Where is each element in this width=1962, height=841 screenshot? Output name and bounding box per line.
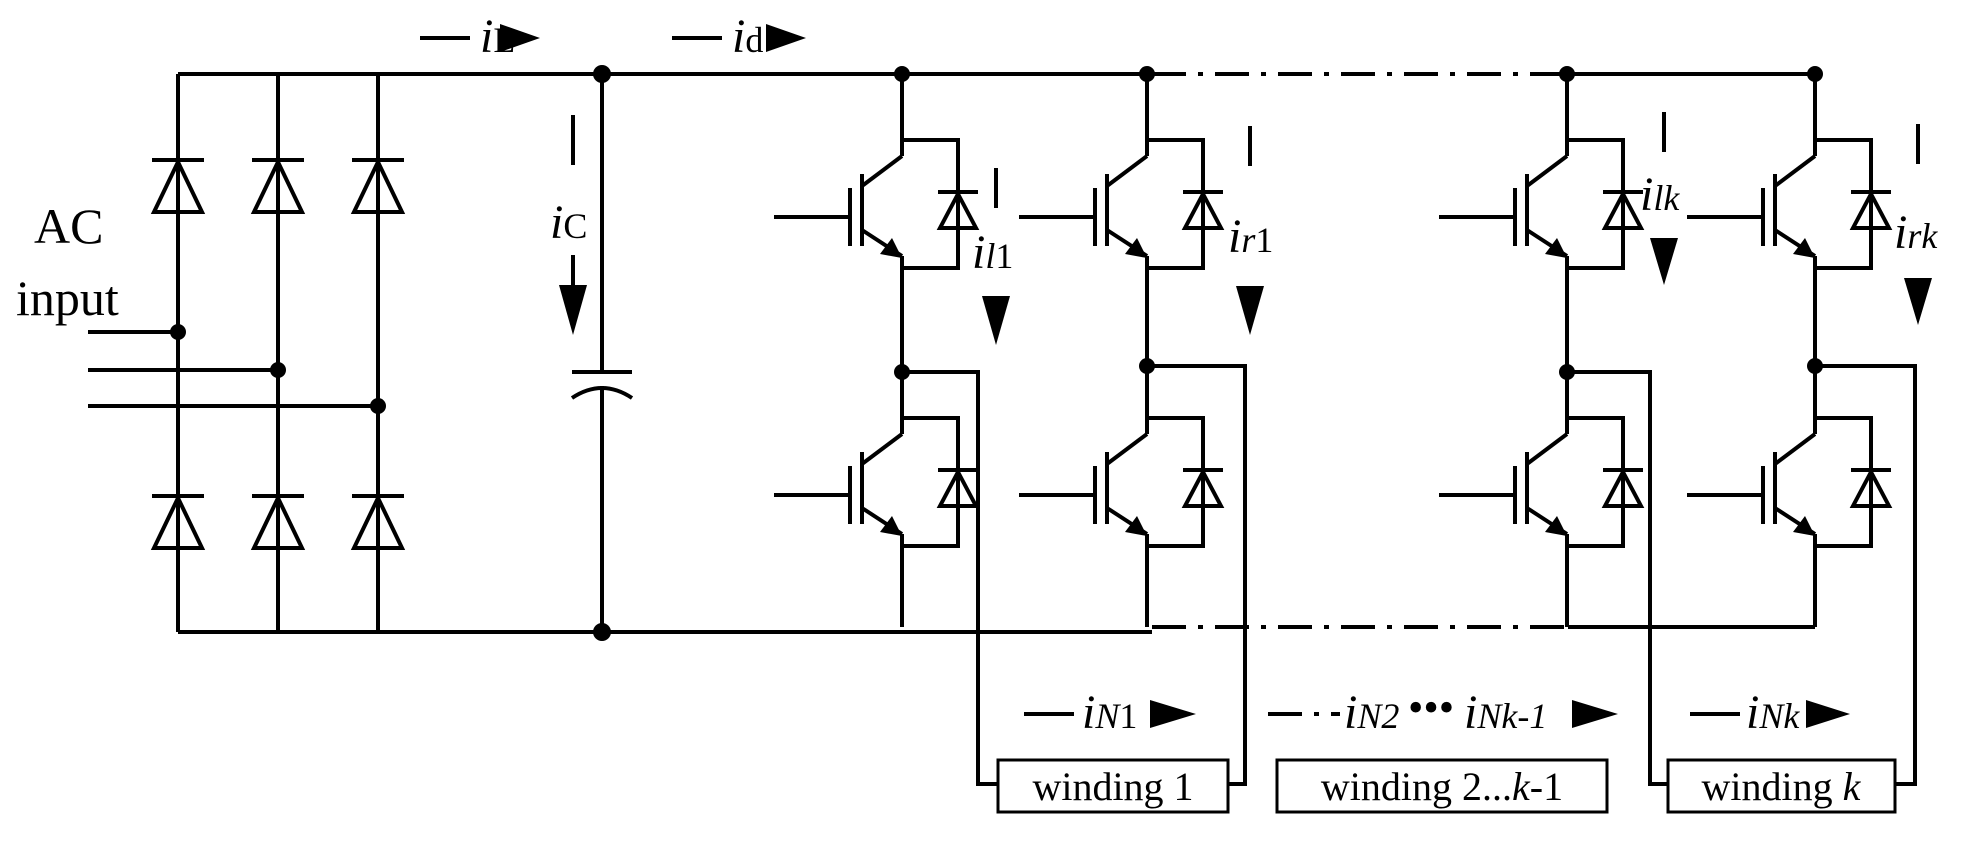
label-iNk: iNk: [1746, 686, 1800, 739]
label-id: id: [732, 10, 763, 63]
leg-2-upper-switch: [1019, 118, 1225, 366]
arrow-iNk: [1806, 700, 1850, 728]
arrow-ilk: [1650, 238, 1678, 285]
diode-lower-2: [250, 493, 306, 550]
winding-1-label: winding 1: [1032, 764, 1193, 809]
leg-2-lower-switch: [1019, 396, 1225, 627]
arrow-iN1: [1150, 700, 1196, 728]
diode-upper-3: [350, 157, 406, 214]
label-iN1: iN1: [1082, 686, 1137, 739]
ac-label-line2: input: [16, 270, 119, 326]
leg-1: [774, 66, 980, 627]
leg-4-upper-switch: [1687, 118, 1893, 366]
label-iNk-1: iNk-1: [1464, 686, 1547, 739]
leg-4-lower-switch: [1687, 396, 1893, 627]
diode-upper-1: [150, 157, 206, 214]
winding-k-label: winding k: [1702, 764, 1862, 809]
rectifier-bridge: [88, 72, 1152, 634]
leg-3: [1439, 66, 1645, 627]
leg-3-upper-switch: [1439, 118, 1645, 372]
leg-2: [1019, 66, 1225, 627]
arrow-ir1: [1236, 286, 1264, 335]
leg-3-lower-switch: [1439, 396, 1645, 627]
label-iL: iL: [480, 10, 515, 63]
label-dots: •••: [1408, 683, 1454, 732]
label-iC: iC: [550, 196, 587, 249]
dc-link-capacitor: [570, 65, 634, 641]
label-ir1: ir1: [1228, 210, 1273, 263]
current-arrows: [420, 24, 1932, 728]
diode-lower-3: [350, 493, 406, 550]
arrow-id: [766, 24, 806, 52]
arrow-iC: [559, 285, 587, 335]
winding-connections: [902, 364, 1917, 786]
label-il1: il1: [972, 226, 1013, 279]
label-ilk: ilk: [1640, 168, 1680, 221]
label-irk: irk: [1894, 206, 1938, 259]
winding-k-box: [1666, 758, 1897, 814]
leg-4: [1687, 66, 1893, 627]
label-iN2: iN2: [1344, 686, 1399, 739]
diode-upper-2: [250, 157, 306, 214]
arrow-il1: [982, 296, 1010, 345]
leg-1-upper-switch: [774, 118, 980, 372]
h-bridge-legs: [774, 66, 1893, 627]
arrow-iN2: [1572, 700, 1618, 728]
diode-lower-1: [150, 493, 206, 550]
winding-2-k-1-label: winding 2...k-1: [1321, 764, 1563, 809]
winding-2-k-1-box: [1275, 758, 1609, 814]
ac-label-line1: AC: [34, 198, 103, 254]
arrow-irk: [1904, 278, 1932, 325]
leg-1-lower-switch: [774, 396, 980, 627]
winding-1-box: [996, 758, 1230, 814]
arrow-iL: [500, 24, 540, 52]
